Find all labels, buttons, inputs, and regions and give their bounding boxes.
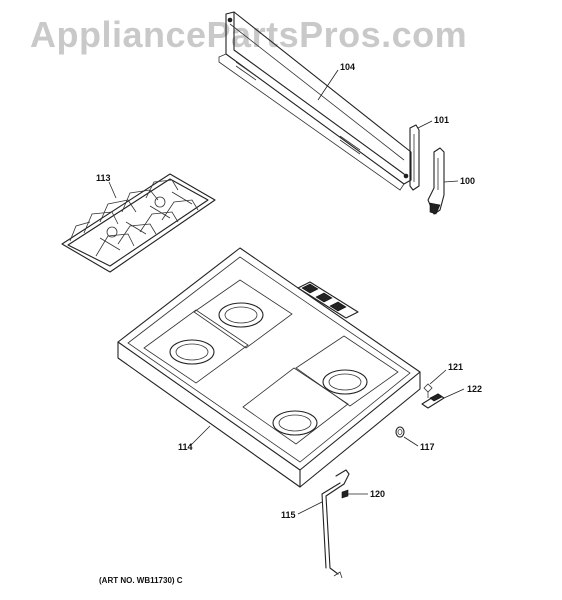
burner-grate-part — [61, 173, 216, 273]
bracket-part — [427, 147, 445, 215]
callout-114: 114 — [178, 442, 193, 452]
callout-117: 117 — [420, 442, 435, 452]
callout-104: 104 — [340, 62, 355, 72]
art-number-label: (ART NO. WB11730) C — [99, 576, 183, 585]
cooktop-part — [117, 247, 421, 488]
grommet-part — [341, 489, 349, 499]
callout-100: 100 — [460, 176, 475, 186]
rod-part — [321, 469, 350, 579]
end-cap-part — [409, 124, 420, 191]
callout-115: 115 — [281, 510, 296, 520]
callout-120: 120 — [370, 489, 385, 499]
callout-101: 101 — [434, 115, 449, 125]
leader-lines — [108, 69, 465, 515]
backsplash-part — [218, 11, 412, 191]
callout-113: 113 — [96, 173, 111, 183]
clip-part — [421, 393, 445, 409]
callout-122: 122 — [467, 384, 482, 394]
screw-part — [423, 383, 433, 398]
watermark: AppliancePartsPros.com — [30, 14, 468, 55]
callout-121: 121 — [448, 362, 463, 372]
spring-clip-part — [395, 426, 405, 438]
